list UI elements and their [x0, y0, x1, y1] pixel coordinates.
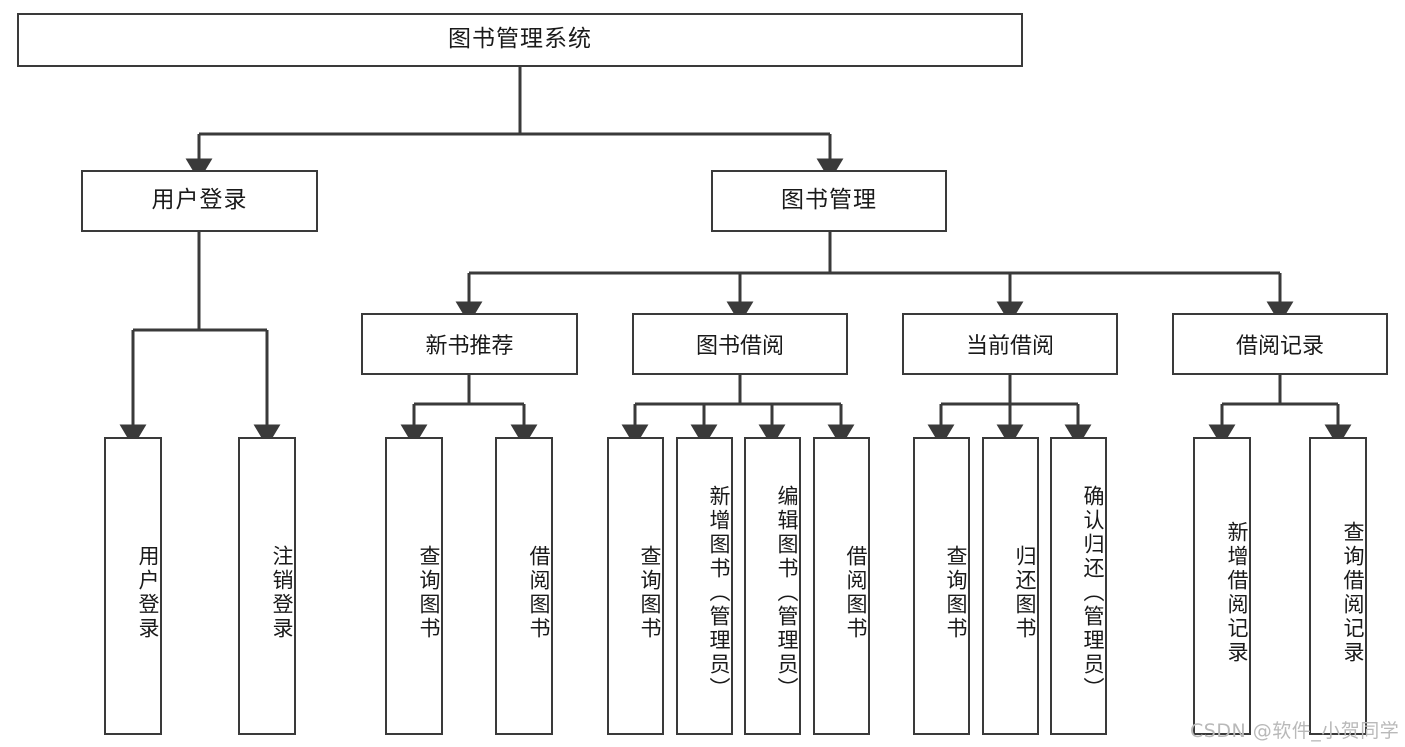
leaf-confirm-return-admin[interactable]: 确认归还（管理员）: [1050, 437, 1107, 735]
leaf-borrow-books[interactable]: 借阅图书: [813, 437, 870, 735]
leaf-user-login[interactable]: 用户登录: [104, 437, 162, 735]
node-borrow-records[interactable]: 借阅记录: [1172, 313, 1388, 375]
leaf-borrow-books-recommend[interactable]: 借阅图书: [495, 437, 553, 735]
leaf-add-book-admin[interactable]: 新增图书（管理员）: [676, 437, 733, 735]
leaf-return-books[interactable]: 归还图书: [982, 437, 1039, 735]
node-current-borrowing[interactable]: 当前借阅: [902, 313, 1118, 375]
leaf-add-borrow-record[interactable]: 新增借阅记录: [1193, 437, 1251, 735]
leaf-logout[interactable]: 注销登录: [238, 437, 296, 735]
leaf-query-borrow-record[interactable]: 查询借阅记录: [1309, 437, 1367, 735]
csdn-watermark: CSDN @软件_小贺同学: [1190, 720, 1400, 742]
node-root-library-system[interactable]: 图书管理系统: [17, 13, 1023, 67]
leaf-query-books-current[interactable]: 查询图书: [913, 437, 970, 735]
leaf-edit-book-admin[interactable]: 编辑图书（管理员）: [744, 437, 801, 735]
node-new-book-recommendation[interactable]: 新书推荐: [361, 313, 578, 375]
leaf-query-books-borrow[interactable]: 查询图书: [607, 437, 664, 735]
leaf-query-books-recommend[interactable]: 查询图书: [385, 437, 443, 735]
node-book-borrowing[interactable]: 图书借阅: [632, 313, 848, 375]
node-user-login[interactable]: 用户登录: [81, 170, 318, 232]
node-book-management[interactable]: 图书管理: [711, 170, 947, 232]
